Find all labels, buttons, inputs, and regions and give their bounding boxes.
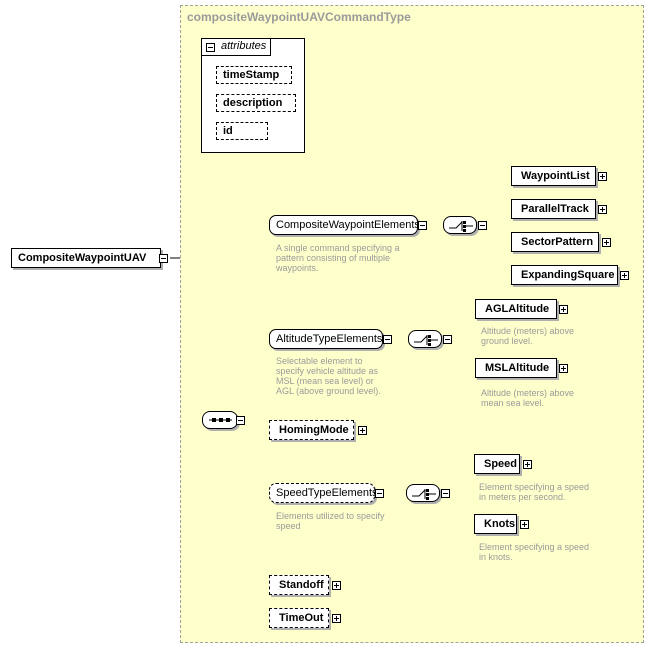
element-homing-mode[interactable]: HomingMode bbox=[269, 420, 354, 440]
collapse-speed-type-icon[interactable] bbox=[375, 489, 384, 498]
expand-timeout-icon[interactable] bbox=[332, 614, 341, 623]
expand-agl-altitude-icon[interactable] bbox=[559, 305, 568, 314]
element-knots[interactable]: Knots bbox=[474, 514, 517, 534]
expand-sector-pattern-icon[interactable] bbox=[602, 238, 611, 247]
collapse-attributes-icon[interactable] bbox=[206, 43, 215, 52]
collapse-composite-waypoint-icon[interactable] bbox=[418, 221, 427, 230]
collapse-choice-waypoint-icon[interactable] bbox=[478, 221, 487, 230]
element-agl-altitude[interactable]: AGLAltitude bbox=[475, 299, 557, 319]
choice-compositor-speed[interactable] bbox=[406, 484, 440, 502]
expand-knots-icon[interactable] bbox=[520, 520, 529, 529]
attributes-label: attributes bbox=[221, 40, 267, 52]
attributes-tab bbox=[201, 38, 271, 56]
root-element-composite-waypoint-uav[interactable]: CompositeWaypointUAV bbox=[11, 248, 161, 268]
sequence-compositor[interactable] bbox=[202, 411, 238, 429]
group-speed-type-elements[interactable]: SpeedTypeElements bbox=[269, 483, 378, 503]
expand-homing-mode-icon[interactable] bbox=[358, 426, 367, 435]
element-timeout[interactable]: TimeOut bbox=[269, 608, 329, 628]
choice-icon bbox=[414, 335, 438, 346]
group-composite-waypoint-elements[interactable]: CompositeWaypointElements bbox=[269, 215, 420, 235]
doc-msl-altitude: Altitude (meters) above mean sea level. bbox=[481, 388, 575, 408]
doc-agl-altitude: Altitude (meters) above ground level. bbox=[481, 326, 575, 346]
choice-compositor-waypoint[interactable] bbox=[443, 216, 477, 234]
element-sector-pattern[interactable]: SectorPattern bbox=[511, 232, 599, 252]
expand-parallel-track-icon[interactable] bbox=[598, 205, 607, 214]
doc-speed-type: Elements utilized to specify speed bbox=[276, 511, 385, 531]
doc-knots: Element specifying a speed in knots. bbox=[479, 542, 590, 562]
element-parallel-track[interactable]: ParallelTrack bbox=[511, 199, 596, 219]
expand-waypoint-list-icon[interactable] bbox=[598, 172, 607, 181]
choice-compositor-altitude[interactable] bbox=[408, 330, 442, 348]
element-expanding-square[interactable]: ExpandingSquare bbox=[511, 265, 618, 285]
attribute-description[interactable]: description bbox=[216, 94, 296, 112]
element-waypoint-list[interactable]: WaypointList bbox=[511, 166, 596, 186]
attribute-timestamp[interactable]: timeStamp bbox=[216, 66, 292, 84]
collapse-altitude-type-icon[interactable] bbox=[383, 335, 392, 344]
expand-expanding-square-icon[interactable] bbox=[620, 271, 629, 280]
collapse-root-icon[interactable] bbox=[159, 254, 168, 263]
doc-altitude-type: Selectable element to specify vehicle al… bbox=[276, 356, 381, 396]
sequence-icon bbox=[209, 418, 232, 422]
element-standoff[interactable]: Standoff bbox=[269, 575, 329, 595]
collapse-choice-altitude-icon[interactable] bbox=[443, 335, 452, 344]
expand-speed-icon[interactable] bbox=[523, 460, 532, 469]
expand-msl-altitude-icon[interactable] bbox=[559, 364, 568, 373]
expand-standoff-icon[interactable] bbox=[332, 581, 341, 590]
complex-type-title: compositeWaypointUAVCommandType bbox=[187, 10, 411, 24]
element-msl-altitude[interactable]: MSLAltitude bbox=[475, 358, 557, 378]
collapse-sequence-icon[interactable] bbox=[236, 416, 245, 425]
doc-speed: Element specifying a speed in meters per… bbox=[479, 482, 590, 502]
element-speed[interactable]: Speed bbox=[474, 454, 520, 474]
attribute-id[interactable]: id bbox=[216, 122, 268, 140]
group-altitude-type-elements[interactable]: AltitudeTypeElements bbox=[269, 329, 383, 349]
doc-composite-waypoint: A single command specifying a pattern co… bbox=[276, 243, 400, 273]
collapse-choice-speed-icon[interactable] bbox=[441, 489, 450, 498]
choice-icon bbox=[412, 489, 436, 500]
choice-icon bbox=[449, 221, 473, 232]
